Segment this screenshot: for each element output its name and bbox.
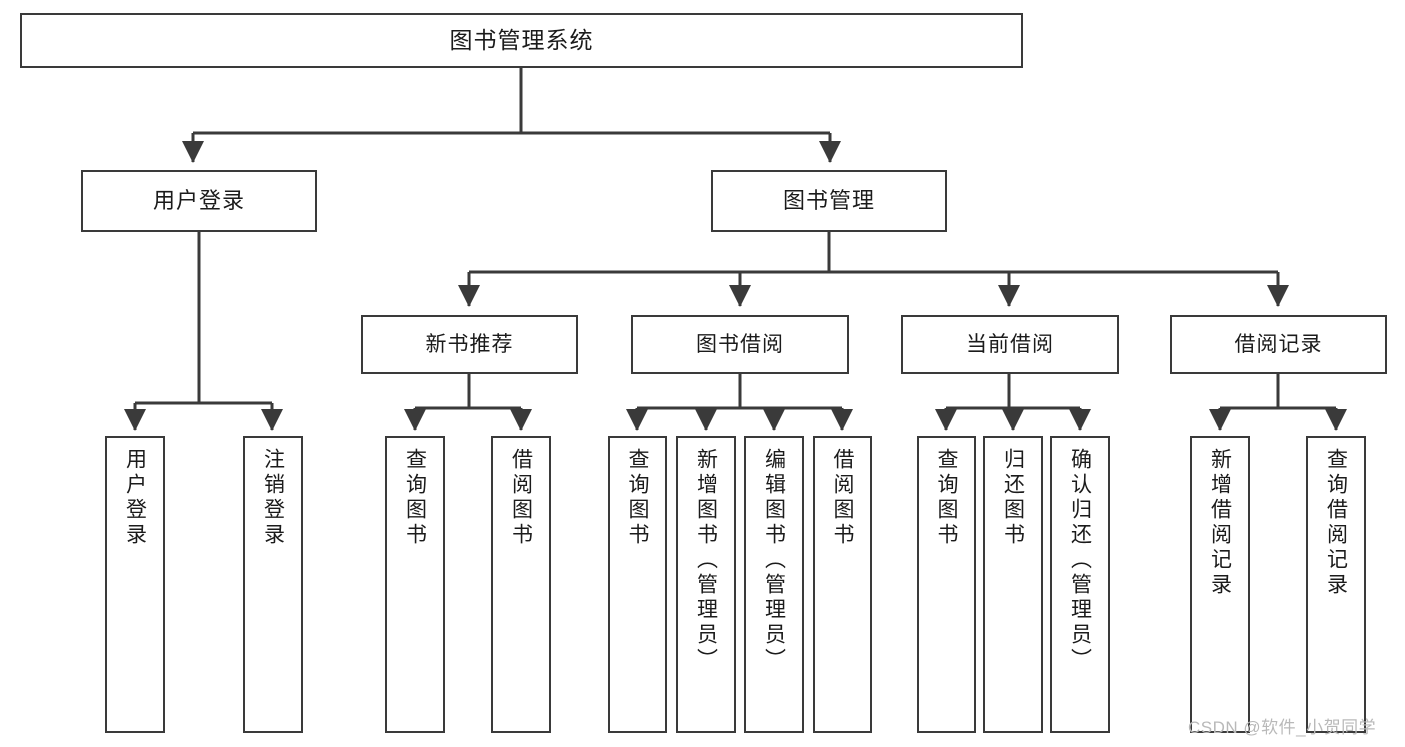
node-book-borrow-label: 图书借阅 — [696, 332, 784, 356]
leaf-borrow-book[interactable]: 借阅图书 — [813, 436, 872, 733]
leaf-logout[interactable]: 注销登录 — [243, 436, 303, 733]
leaf-add-borrow-record[interactable]: 新增借阅记录 — [1190, 436, 1250, 733]
book-manage-to-level3-connectors — [458, 232, 1289, 307]
leaf-user-login[interactable]: 用户登录 — [105, 436, 165, 733]
node-current-borrow-label: 当前借阅 — [966, 332, 1054, 356]
node-root-system[interactable]: 图书管理系统 — [20, 13, 1023, 68]
leaf-borrow-book-recommend[interactable]: 借阅图书 — [491, 436, 551, 733]
current-borrow-to-leaves-connectors — [935, 374, 1091, 431]
leaf-query-book-borrow-label: 查询图书 — [626, 448, 650, 548]
leaf-user-login-label: 用户登录 — [123, 448, 147, 548]
leaf-edit-book-label: 编辑图书（管理员） — [762, 448, 786, 673]
leaf-return-book[interactable]: 归还图书 — [983, 436, 1043, 733]
leaf-query-book-borrow[interactable]: 查询图书 — [608, 436, 667, 733]
node-user-login[interactable]: 用户登录 — [81, 170, 317, 232]
leaf-query-book-current[interactable]: 查询图书 — [917, 436, 976, 733]
leaf-query-book-current-label: 查询图书 — [935, 448, 959, 548]
leaf-add-borrow-record-label: 新增借阅记录 — [1208, 448, 1232, 598]
node-borrow-record-label: 借阅记录 — [1234, 332, 1323, 356]
leaf-borrow-book-label: 借阅图书 — [831, 448, 855, 548]
book-borrow-to-leaves-connectors — [626, 374, 853, 431]
leaf-edit-book[interactable]: 编辑图书（管理员） — [744, 436, 804, 733]
leaf-query-book-recommend-label: 查询图书 — [403, 448, 427, 548]
leaf-borrow-book-recommend-label: 借阅图书 — [509, 448, 533, 548]
borrow-record-to-leaves-connectors — [1209, 374, 1347, 431]
leaf-add-book-label: 新增图书（管理员） — [694, 448, 718, 673]
user-login-to-leaves-connectors — [124, 232, 283, 431]
node-current-borrow[interactable]: 当前借阅 — [901, 315, 1119, 374]
node-user-login-label: 用户登录 — [152, 187, 245, 213]
leaf-query-borrow-record[interactable]: 查询借阅记录 — [1306, 436, 1366, 733]
leaf-confirm-return[interactable]: 确认归还（管理员） — [1050, 436, 1110, 733]
new-book-recommend-to-leaves-connectors — [404, 374, 532, 431]
node-new-book-recommend-label: 新书推荐 — [425, 332, 514, 356]
node-book-borrow[interactable]: 图书借阅 — [631, 315, 849, 374]
leaf-confirm-return-label: 确认归还（管理员） — [1068, 448, 1092, 673]
leaf-logout-label: 注销登录 — [261, 448, 285, 548]
node-book-manage-label: 图书管理 — [782, 187, 875, 213]
leaf-return-book-label: 归还图书 — [1001, 448, 1025, 548]
leaf-add-book[interactable]: 新增图书（管理员） — [676, 436, 736, 733]
node-book-manage[interactable]: 图书管理 — [711, 170, 947, 232]
leaf-query-borrow-record-label: 查询借阅记录 — [1324, 448, 1348, 598]
node-root-system-label: 图书管理系统 — [449, 26, 594, 53]
leaf-query-book-recommend[interactable]: 查询图书 — [385, 436, 445, 733]
node-borrow-record[interactable]: 借阅记录 — [1170, 315, 1387, 374]
root-to-level2-connectors — [182, 68, 841, 163]
node-new-book-recommend[interactable]: 新书推荐 — [361, 315, 578, 374]
